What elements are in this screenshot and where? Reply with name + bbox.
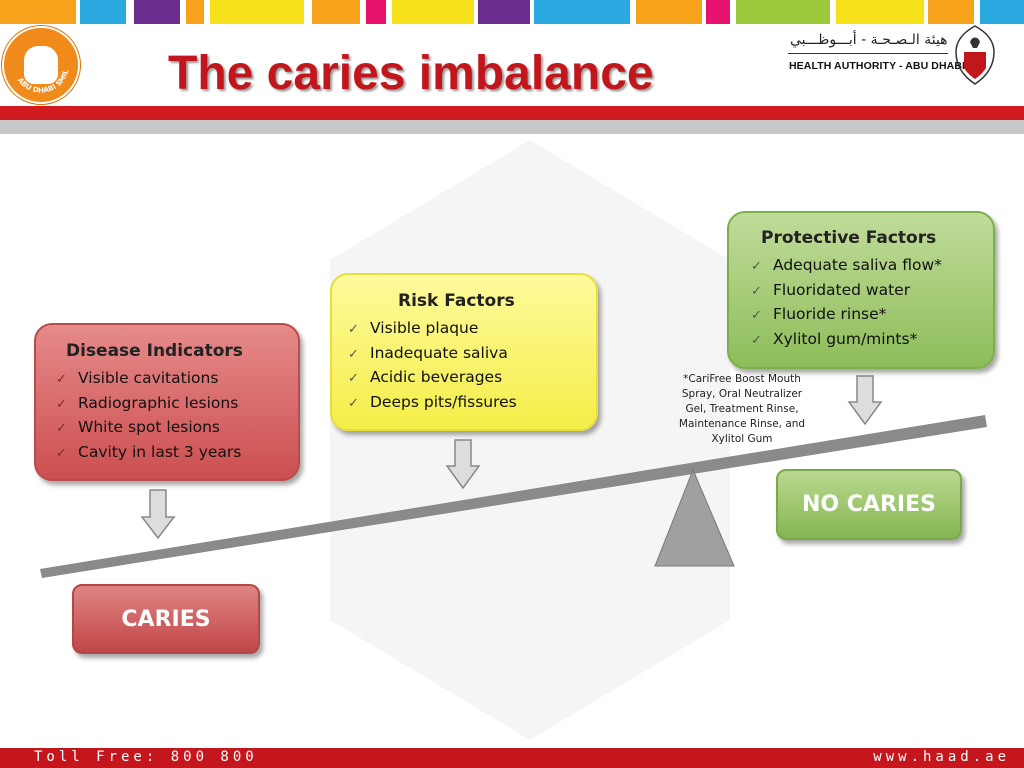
arrow-down-icon — [847, 375, 883, 426]
risk-factors-box: Risk Factors ✓Visible plaque ✓Inadequate… — [330, 273, 598, 431]
check-icon: ✓ — [348, 346, 359, 362]
toll-free-number: Toll Free: 800 800 — [34, 749, 258, 765]
list-item: ✓Cavity in last 3 years — [56, 441, 298, 466]
fulcrum-triangle — [654, 468, 735, 567]
list-item: ✓Radiographic lesions — [56, 392, 298, 417]
list-item: ✓Acidic beverages — [348, 366, 596, 391]
footer-bar: Toll Free: 800 800 www.haad.ae — [0, 748, 1024, 768]
product-footnote: *CariFree Boost Mouth Spray, Oral Neutra… — [678, 373, 806, 445]
color-strip-segment — [366, 0, 386, 24]
check-icon: ✓ — [56, 396, 67, 412]
website-link: www.haad.ae — [873, 749, 1010, 765]
disease-indicators-box: Disease Indicators ✓Visible cavitations … — [34, 323, 300, 481]
color-strip — [0, 0, 1024, 26]
header-grey-band — [0, 120, 1024, 134]
list-item: ✓Deeps pits/fissures — [348, 391, 596, 416]
color-strip-segment — [836, 0, 924, 24]
list-item: ✓Visible cavitations — [56, 367, 298, 392]
balance-beam — [40, 415, 987, 578]
color-strip-segment — [534, 0, 630, 24]
arrow-down-icon — [140, 489, 176, 540]
disease-indicators-title: Disease Indicators — [66, 341, 243, 361]
check-icon: ✓ — [751, 308, 762, 323]
falcon-emblem-icon — [955, 25, 995, 85]
check-icon: ✓ — [751, 283, 762, 299]
list-item: ✓White spot lesions — [56, 416, 298, 441]
protective-factors-box: Protective Factors ✓Adequate saliva flow… — [727, 211, 995, 369]
list-item: ✓Adequate saliva flow* — [751, 254, 993, 279]
no-caries-outcome-box: NO CARIES — [776, 469, 962, 540]
color-strip-segment — [80, 0, 126, 24]
color-strip-segment — [980, 0, 1024, 24]
list-item: ✓Inadequate saliva — [348, 342, 596, 367]
list-item: ✓Fluoride rinse* — [751, 303, 993, 328]
risk-factors-title: Risk Factors — [398, 291, 515, 311]
check-icon: ✓ — [56, 372, 67, 387]
list-item: ✓Visible plaque — [348, 317, 596, 342]
color-strip-segment — [392, 0, 474, 24]
color-strip-segment — [736, 0, 830, 24]
header-red-band — [0, 106, 1024, 120]
check-icon: ✓ — [348, 371, 359, 386]
list-item: ✓Fluoridated water — [751, 279, 993, 304]
protective-factors-title: Protective Factors — [761, 228, 937, 248]
color-strip-segment — [478, 0, 530, 24]
tooth-icon — [24, 46, 58, 84]
check-icon: ✓ — [348, 395, 359, 411]
check-icon: ✓ — [56, 421, 67, 436]
color-strip-segment — [186, 0, 204, 24]
caries-outcome-box: CARIES — [72, 584, 260, 654]
page-title: The caries imbalance — [168, 47, 654, 100]
list-item: ✓Xylitol gum/mints* — [751, 328, 993, 353]
color-strip-segment — [312, 0, 360, 24]
authority-divider — [788, 53, 948, 54]
check-icon: ✓ — [56, 445, 67, 461]
color-strip-segment — [134, 0, 180, 24]
color-strip-segment — [210, 0, 304, 24]
authority-name-english: HEALTH AUTHORITY - ABU DHABI — [789, 60, 966, 72]
color-strip-segment — [636, 0, 702, 24]
abu-dhabi-smiles-logo-text: ABU DHABI SMILES — [2, 26, 71, 95]
check-icon: ✓ — [348, 322, 359, 337]
color-strip-segment — [0, 0, 76, 24]
arrow-down-icon — [445, 439, 481, 490]
authority-name-arabic: هيئة الـصـحـة - أبـــوظـــبي — [790, 32, 948, 48]
color-strip-segment — [706, 0, 730, 24]
color-strip-segment — [928, 0, 974, 24]
check-icon: ✓ — [751, 259, 762, 274]
abu-dhabi-smiles-logo — [2, 26, 80, 104]
check-icon: ✓ — [751, 332, 762, 348]
